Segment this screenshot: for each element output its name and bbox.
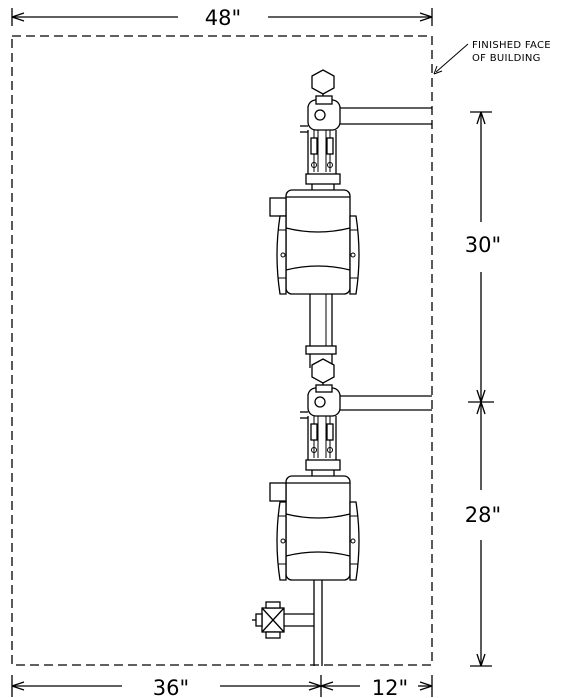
left-offset-label: 36"	[153, 676, 189, 698]
vertical-dimensions: 30" 28"	[465, 111, 501, 667]
lower-valve-assembly	[269, 358, 432, 581]
right-offset-label: 12"	[372, 676, 408, 698]
finished-face-note-line1: FINISHED FACE	[472, 40, 551, 51]
lower-meter-body	[285, 475, 351, 581]
equipment-boundary	[11, 35, 433, 666]
bottom-dimensions: 36" 12"	[11, 675, 433, 698]
lower-vertical-label: 28"	[465, 503, 501, 527]
upper-vertical-label: 30"	[465, 233, 501, 257]
upper-meter-body	[285, 189, 351, 295]
inlet-pipe-with-side-valve	[252, 580, 323, 666]
overall-width-dimension: 48"	[11, 6, 433, 30]
upper-valve-assembly	[269, 69, 432, 295]
overall-width-label: 48"	[205, 6, 241, 30]
side-valve-icon	[252, 601, 285, 639]
upper-handwheel	[311, 69, 335, 95]
finished-face-note: FINISHED FACE OF BUILDING	[433, 40, 551, 75]
lower-handwheel	[311, 358, 335, 384]
connecting-pipe	[305, 294, 337, 368]
finished-face-note-line2: OF BUILDING	[472, 53, 541, 64]
